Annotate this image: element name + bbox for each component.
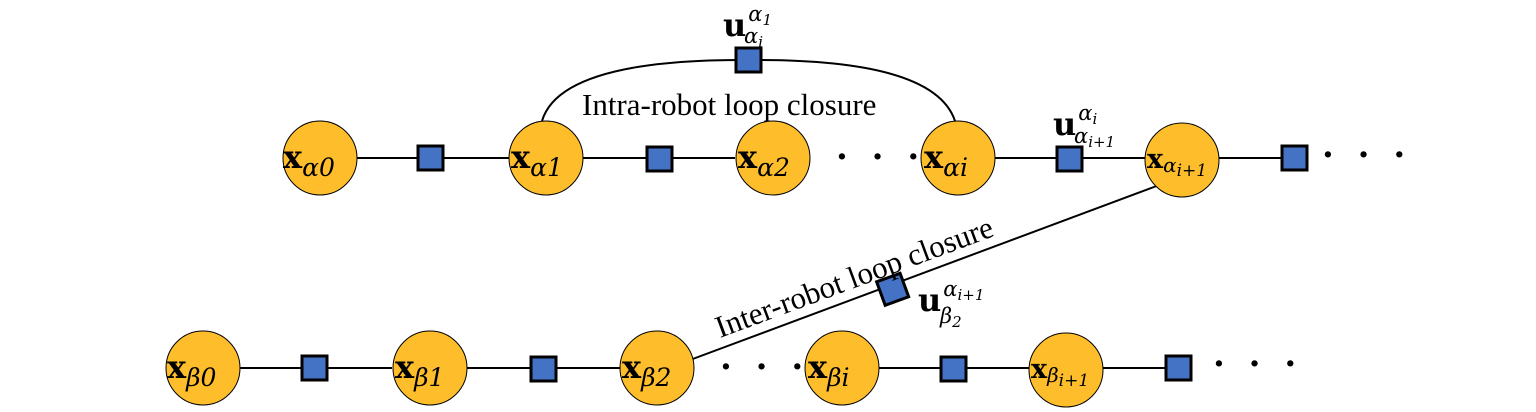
factor-node-a12 [645, 145, 674, 173]
label-a2: xα2 [738, 138, 790, 182]
factor-node-b-next [1164, 354, 1193, 382]
label-factor-inter: uαi+1 [918, 277, 984, 319]
ellipsis-alpha-end: · · · [1322, 135, 1411, 175]
caption-intra-robot-loop-closure: Intra-robot loop closure [582, 87, 876, 122]
label-bi: xβi [808, 348, 850, 392]
label-ai: xαi [924, 138, 968, 182]
label-b2: xβ2 [622, 348, 671, 392]
factor-node-inter [874, 271, 911, 308]
variables [165, 120, 1220, 408]
label-factor-intra: uα1 [723, 2, 772, 44]
factor-node-bi [939, 355, 968, 383]
variable-node-ai1 [1144, 122, 1220, 198]
label-b0: xβ0 [167, 348, 217, 392]
variable-node-ai [920, 120, 996, 196]
factor-node-b01 [300, 354, 329, 382]
label-factor-inter-sub: β2 [939, 304, 962, 331]
variable-labels: xα0 xα1 xα2 xαi xαi+1 xβ0 xβ1 xβ2 xβi xβ… [167, 138, 1207, 392]
factor-node-b12 [529, 355, 558, 383]
factors [300, 46, 1309, 383]
variable-node-b2 [619, 330, 695, 406]
label-bi1: xβi+1 [1031, 354, 1089, 391]
factor-node-odom [1055, 145, 1084, 173]
label-a0: xα0 [283, 138, 335, 182]
factor-labels: uα1 αi uαi αi+1 uαi+1 β2 [723, 2, 1115, 331]
variable-node-b1 [392, 330, 468, 406]
label-factor-odom: uαi [1053, 101, 1097, 143]
label-b1: xβ1 [395, 348, 444, 392]
ellipsis-beta-middle: · · · [720, 347, 809, 387]
edge-inter-loop [689, 183, 1163, 361]
variable-node-bi1 [1028, 332, 1104, 408]
factor-node-intra [734, 46, 763, 74]
label-a1: xα1 [511, 138, 563, 182]
variable-node-a0 [282, 120, 358, 196]
variable-node-a1 [508, 120, 584, 196]
factor-node-a01 [416, 144, 445, 172]
label-factor-odom-sub: αi+1 [1074, 124, 1115, 151]
factor-node-a-next [1280, 144, 1309, 172]
ellipsis-alpha-middle: · · · [836, 137, 925, 177]
variable-node-a2 [735, 120, 811, 196]
variable-node-bi [804, 330, 880, 406]
label-factor-intra-sub: αi [744, 24, 763, 51]
variable-node-b0 [165, 330, 241, 406]
ellipsis-beta-end: · · · [1213, 344, 1302, 384]
edges [240, 58, 1282, 369]
label-ai1: xαi+1 [1147, 144, 1207, 181]
